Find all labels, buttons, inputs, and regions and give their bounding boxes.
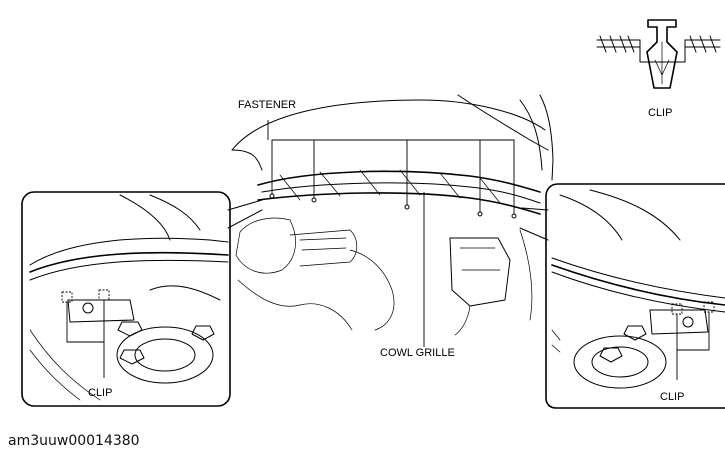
clip-detail-label: CLIP xyxy=(648,107,672,119)
figure-code: am3uuw00014380 xyxy=(8,433,140,449)
fastener-label: FASTENER xyxy=(238,99,296,111)
clip-detail: CLIP xyxy=(596,19,721,119)
right-inset: CLIP xyxy=(545,183,725,409)
cowl-grille-diagram: CLIP FASTENER COW xyxy=(21,19,725,409)
right-clip-label: CLIP xyxy=(660,391,684,403)
cowl-grille-label: COWL GRILLE xyxy=(380,347,455,359)
left-clip-label: CLIP xyxy=(88,387,112,399)
left-inset: CLIP xyxy=(21,191,231,407)
engine-bay-view: FASTENER COWL GRILLE xyxy=(227,94,554,359)
